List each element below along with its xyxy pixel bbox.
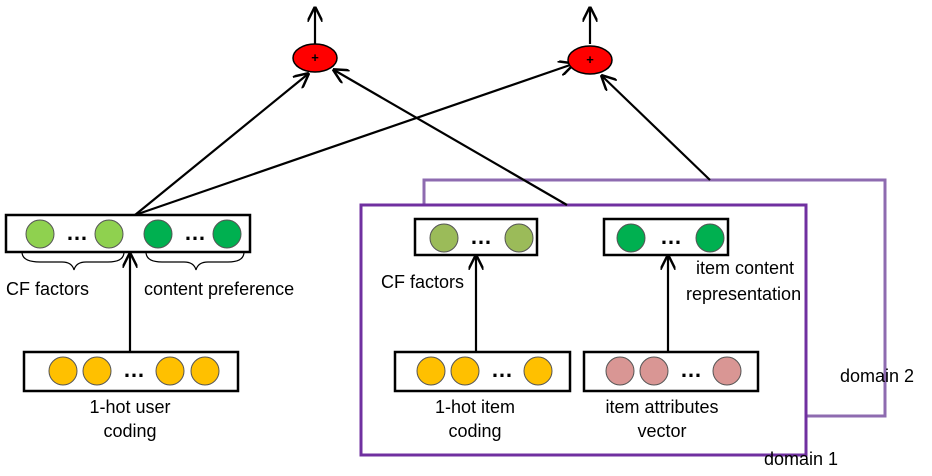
- item-coding-label-line2: coding: [448, 421, 501, 441]
- brace-cf-factors: [21, 251, 125, 271]
- item-content-label-line2: representation: [686, 284, 801, 304]
- ellipsis: …: [491, 357, 513, 382]
- user-coding-label-line1: 1-hot user: [89, 397, 170, 417]
- connectors: [130, 8, 711, 352]
- cf-factors-right-label: CF factors: [381, 272, 464, 292]
- ellipsis: …: [470, 224, 492, 249]
- arrow-itemcf-to-sum1: [334, 70, 568, 206]
- arrow-user-to-sum2: [134, 64, 573, 217]
- sum-node-2: +: [567, 45, 613, 75]
- domain1-label: domain 1: [764, 449, 838, 469]
- item-coding-label-line1: 1-hot item: [435, 397, 515, 417]
- content-preference-label: content preference: [144, 279, 294, 299]
- arrow-user-to-sum1: [134, 74, 308, 216]
- domain2-label: domain 2: [840, 366, 914, 386]
- ellipsis: …: [660, 224, 682, 249]
- user-coding-vector: …: [22, 350, 240, 393]
- item-content-vector: …: [602, 217, 730, 257]
- brace-content-preference: [145, 251, 245, 271]
- domain1-boundary: [359, 203, 808, 457]
- sum-node-1: +: [292, 43, 338, 73]
- item-content-label-line1: item content: [696, 258, 794, 278]
- user-factor-vector: … …: [4, 213, 252, 254]
- domain2-boundary: [422, 178, 887, 418]
- item-coding-vector: …: [393, 350, 572, 393]
- item-attributes-label-line2: vector: [637, 421, 686, 441]
- plus-symbol: +: [311, 50, 319, 65]
- item-attributes-vector: …: [582, 350, 760, 393]
- user-coding-label-line2: coding: [103, 421, 156, 441]
- ellipsis: …: [184, 220, 206, 245]
- ellipsis: …: [66, 220, 88, 245]
- cf-factors-left-label: CF factors: [6, 279, 89, 299]
- plus-symbol: +: [586, 52, 594, 67]
- item-cf-vector: …: [413, 217, 539, 257]
- item-attributes-label-line1: item attributes: [605, 397, 718, 417]
- ellipsis: …: [123, 357, 145, 382]
- ellipsis: …: [680, 357, 702, 382]
- arrow-itemcontent-to-sum2: [602, 76, 711, 181]
